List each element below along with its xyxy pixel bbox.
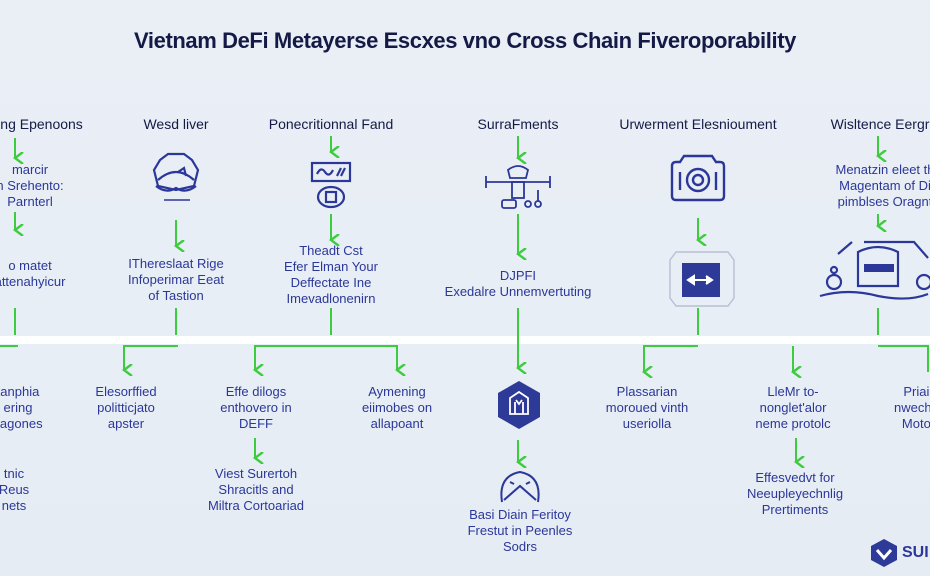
column-3-text: Theadt Cst Efer Elman Your Deffectate In… [284,243,378,306]
shield-mask-icon [152,152,200,201]
column-heading-6: Wisltence Eergr [830,116,930,132]
lower-text-7b: Effesvedvt for Neeupleyechnlig Prertimen… [746,470,844,517]
lower-text-7: LleMr to- nonglet'alor neme protolc [755,384,831,431]
column-heading-5: Urwerment Elesnioument [619,116,777,132]
lower-text-5b: Basi Diain Feritoy Frestut in Peenles So… [467,507,573,554]
dome-icon [500,470,540,503]
column-heading-2: Wesd liver [143,116,209,132]
lower-text-1: tanphia ering cagones [0,384,43,431]
divider-band [0,336,930,344]
camera-icon [670,154,726,202]
connector [644,345,698,372]
lower-text-1b: tnic Reus nets [0,466,30,513]
lower-text-2: Elesorffied politticjato apster [95,384,157,431]
exchange-arrows-icon [669,251,735,307]
column-1-text-2: o matet attenahyicur [0,258,66,289]
lower-text-3: Effe dilogs enthovero in DEFF [220,384,292,431]
column-2-text: IThereslaat Rige Infoperimar Eeat of Tas… [127,256,225,303]
lower-text-4: Aymening eiimobes on allapoant [361,384,433,431]
brand-logo: SUI [870,538,929,568]
card-coin-icon [310,161,352,209]
hexagon-logo-icon [871,539,897,567]
network-server-icon [819,240,930,300]
hexagon-robot-icon [498,381,540,429]
lower-text-6: Plassarian moroued vinth useriolla [605,384,689,431]
column-heading-3: Ponecritionnal Fand [268,116,394,132]
column-heading-1: ing Epenoons [0,116,83,132]
lower-text-3b: Viest Surertoh Shracitls and Miltra Cort… [207,466,305,513]
connector [878,345,929,372]
connector [124,345,178,370]
diagram-title: Vietnam DeFi Metayerse Escxes vno Cross … [134,28,796,53]
column-1-text: marcir n Srehento: Parnterl [0,162,64,209]
column-heading-4: SurraFments [477,116,559,132]
column-6-text: Menatzin eleet th Magentam of Di pimblse… [835,162,930,209]
logo-text: SUI [902,544,929,561]
robot-machine-icon [485,165,551,209]
column-4-text: DJPFI Exedalre Unnemvertuting [444,268,592,299]
connector [254,345,397,370]
